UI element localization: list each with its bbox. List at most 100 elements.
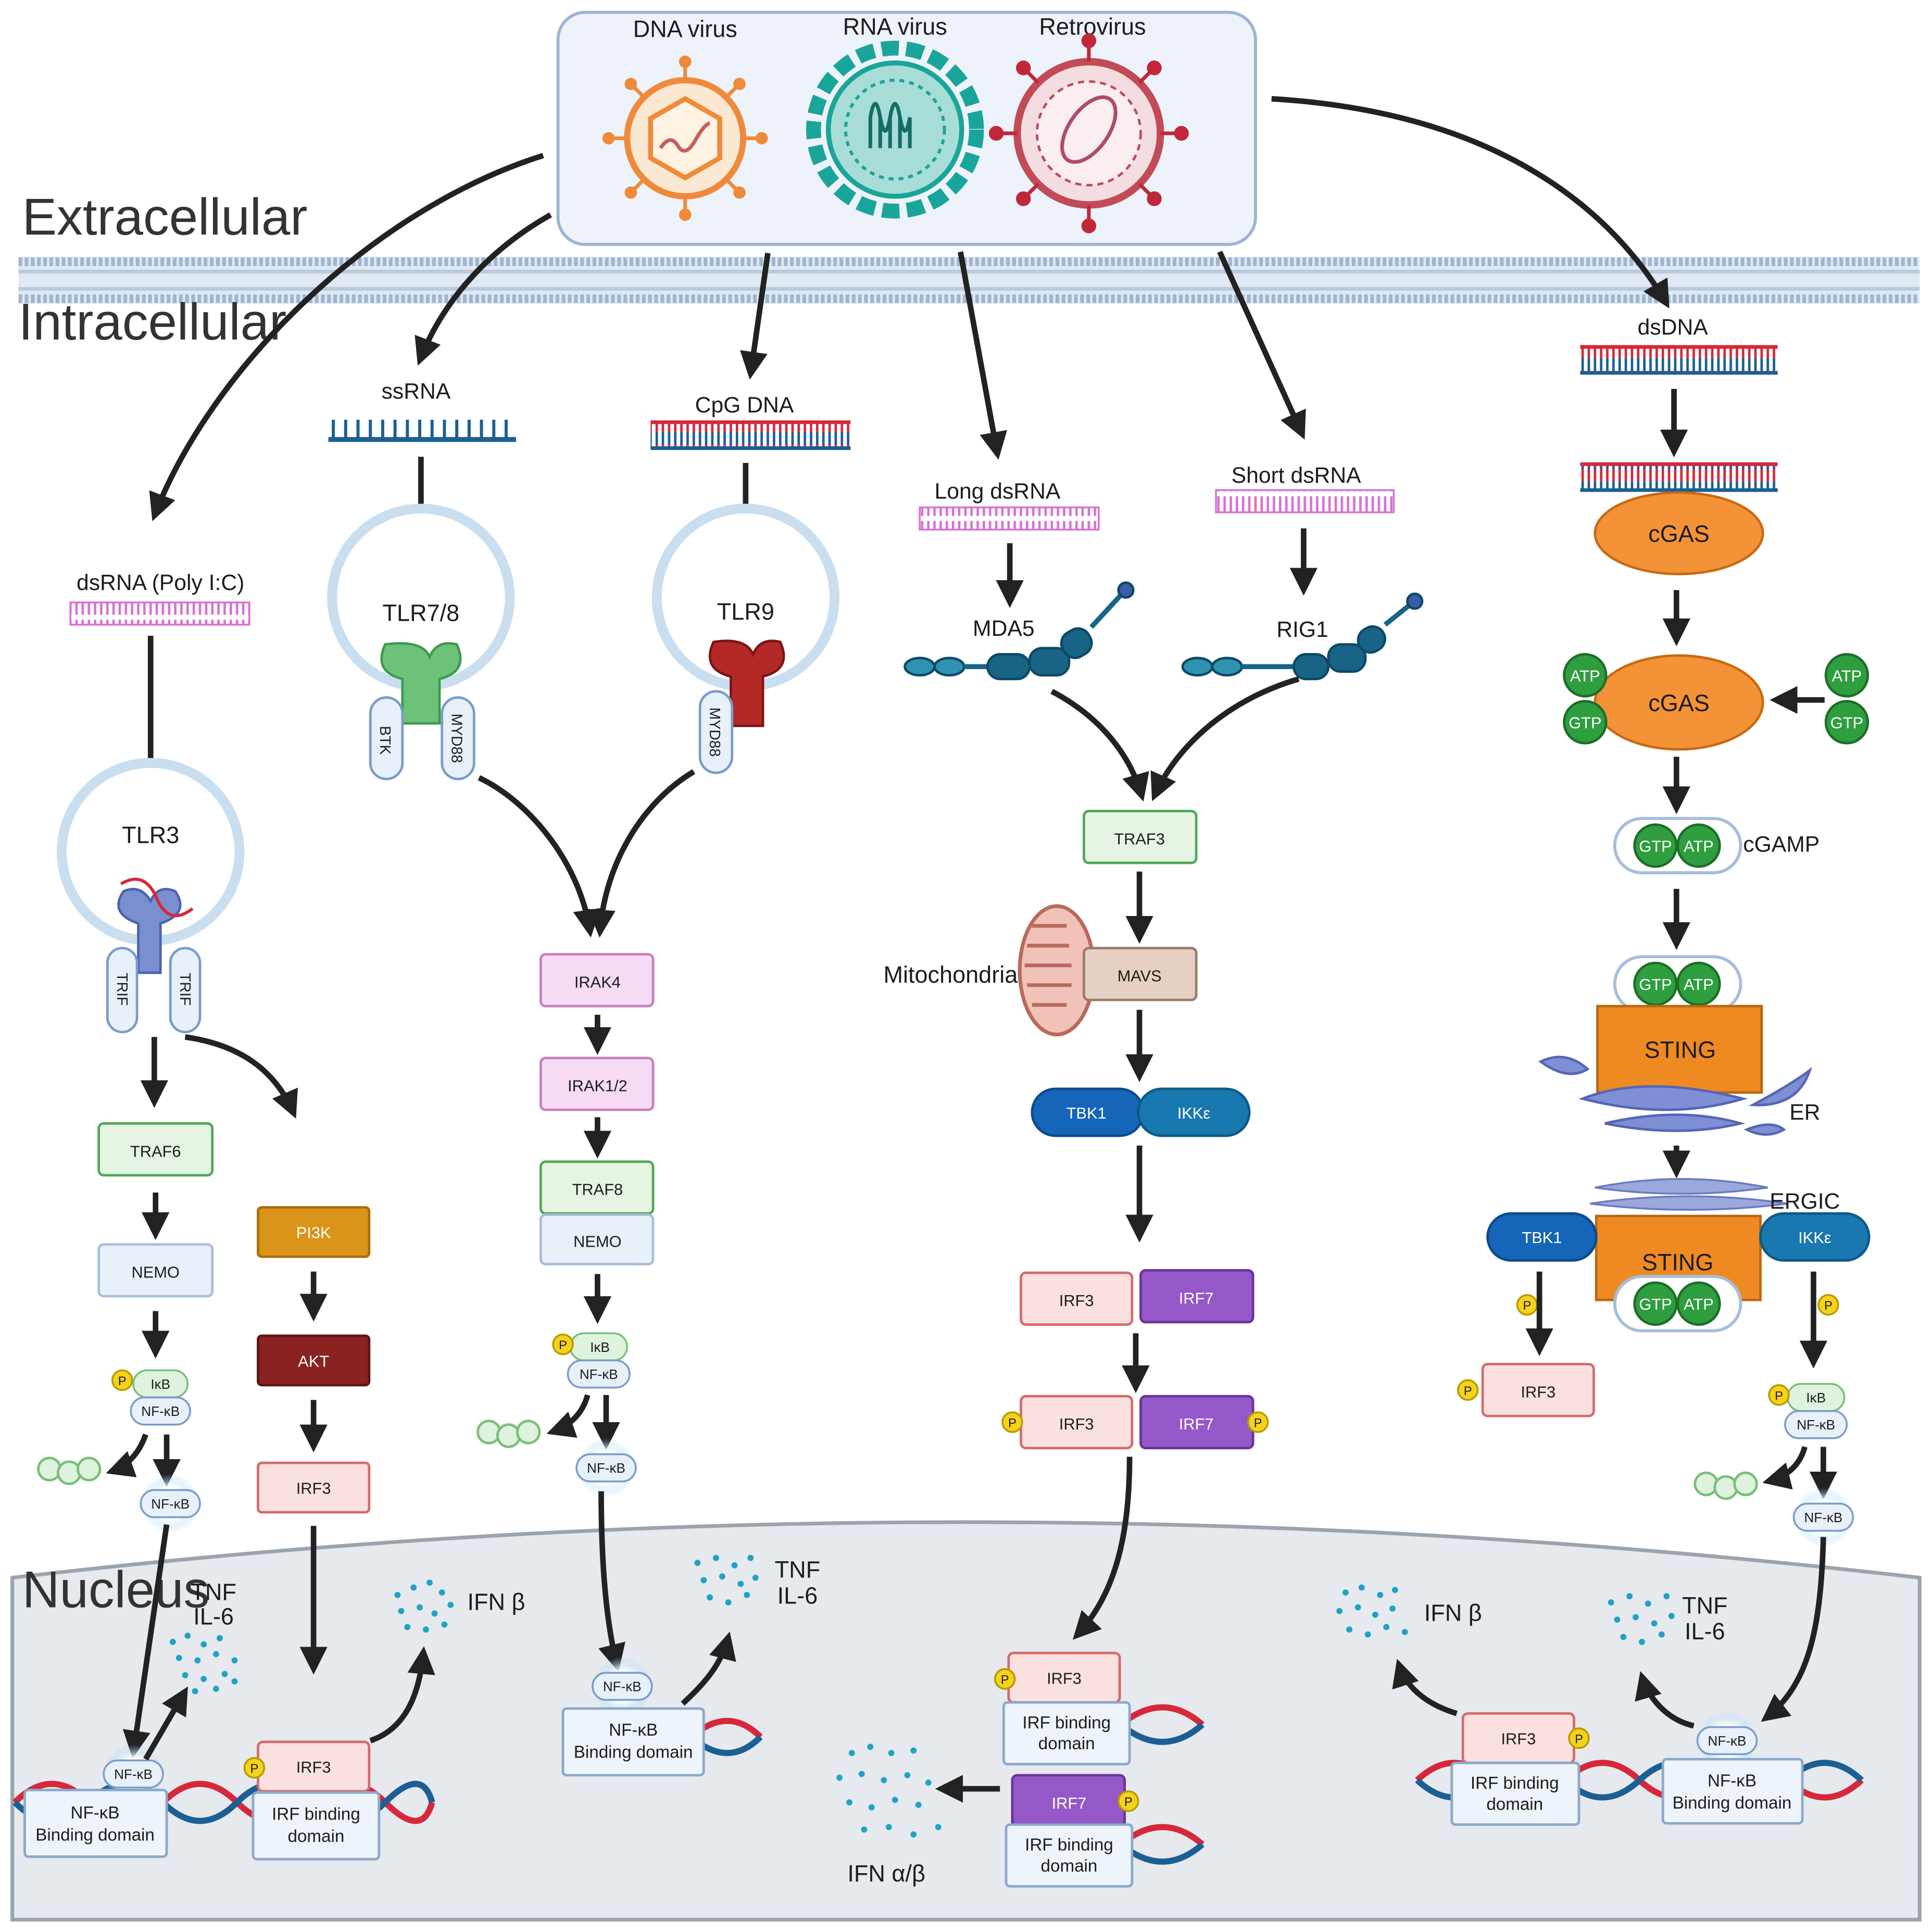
dsdna-strand-2	[1580, 465, 1778, 491]
p-marker-11: P	[1124, 1796, 1133, 1809]
atp-label-4: ATP	[1684, 975, 1714, 994]
nfkb-free-label-1: NF-κB	[151, 1496, 190, 1512]
phospho-marker-irf7	[1247, 1411, 1269, 1433]
irf-bd-line2-1: domain	[287, 1827, 344, 1846]
extracellular-label: Extracellular	[22, 188, 308, 246]
nfkb-bound-1	[103, 1759, 164, 1789]
cgas-node-1	[1594, 491, 1764, 575]
akt-node	[257, 1334, 371, 1387]
gtp-label-3: GTP	[1639, 837, 1672, 856]
poly-ic-label: dsRNA (Poly I:C)	[77, 570, 244, 595]
p-marker-1: P	[118, 1375, 127, 1388]
nfkb-bound-label-1: NF-κB	[114, 1766, 153, 1782]
ikb-label-2: IκB	[590, 1339, 610, 1355]
irak4-node	[539, 953, 655, 1008]
irf3-bound-label-3: IRF3	[1501, 1730, 1536, 1748]
nfkb-binding-domain-3	[1661, 1758, 1804, 1825]
ifnb-label-1: IFN β	[468, 1588, 525, 1615]
traf6-label: TRAF6	[130, 1142, 181, 1160]
nfkb-label-3: NF-κB	[1797, 1417, 1835, 1433]
p-marker-3: P	[1008, 1416, 1017, 1430]
tbk1-label-1: TBK1	[1067, 1104, 1107, 1122]
short-dsrna-label: Short dsRNA	[1232, 463, 1361, 488]
ikke-node-2	[1759, 1212, 1871, 1262]
nfkb-bd-line2-2: Binding domain	[574, 1743, 693, 1762]
irf-bd-line1-1: IRF binding	[272, 1804, 360, 1824]
il6-label-2: IL-6	[777, 1582, 818, 1609]
irf3-label-1: IRF3	[296, 1479, 331, 1497]
nemo-node-2	[539, 1213, 655, 1265]
nfkb-free-label-3: NF-κB	[1804, 1510, 1842, 1525]
irf-bd-line2-4: domain	[1486, 1795, 1543, 1814]
cytokine-cloud-1	[169, 1633, 238, 1695]
entry-arrows	[149, 96, 1670, 521]
degraded-ikb-icon-3	[1693, 1471, 1758, 1500]
traf3-node	[1083, 810, 1198, 864]
il6-label-1: IL-6	[193, 1603, 234, 1630]
mda5-helicase-icon	[904, 581, 1135, 681]
cgas-label-1: cGAS	[1648, 521, 1710, 547]
tnf-label-3: TNF	[1682, 1592, 1728, 1619]
irf7-node-1	[1139, 1269, 1254, 1324]
ikb-complex-1	[111, 1369, 191, 1426]
irf7-label-2: IRF7	[1179, 1415, 1214, 1433]
irf-binding-domain-4	[1450, 1761, 1580, 1826]
degraded-ikb-icon-2	[476, 1420, 541, 1448]
tlr78-label: TLR7/8	[383, 599, 460, 626]
nucleus-label: Nucleus	[22, 1561, 210, 1619]
irak4-label: IRAK4	[574, 973, 621, 991]
akt-label: AKT	[298, 1352, 329, 1370]
p-marker-5: P	[1523, 1299, 1532, 1313]
nucleus-region	[10, 1520, 1922, 1922]
p-marker-2: P	[559, 1339, 567, 1352]
irf3-node-1	[257, 1461, 371, 1514]
ssrna-label: ssRNA	[382, 379, 451, 404]
gtp-label-4: GTP	[1639, 975, 1672, 994]
cgamp-label: cGAMP	[1743, 832, 1820, 857]
dsdna-label: dsDNA	[1638, 315, 1709, 340]
sting-label-2: STING	[1642, 1249, 1714, 1275]
p-marker-7: P	[1824, 1299, 1833, 1313]
tnf-label-2: TNF	[775, 1557, 821, 1583]
btk-adaptor	[369, 696, 404, 781]
trif-adaptor-right	[169, 947, 202, 1034]
irf3-node-4	[1481, 1363, 1595, 1417]
nfkb-bound-label-3: NF-κB	[1708, 1733, 1747, 1749]
ikb-complex-2	[552, 1332, 631, 1389]
tlr9-receptor-icon	[708, 639, 785, 727]
p-marker-4: P	[1254, 1416, 1262, 1430]
irf3-label-2: IRF3	[1059, 1291, 1094, 1310]
traf6-node	[97, 1122, 214, 1177]
nfkb-bd-line2-3: Binding domain	[1673, 1793, 1792, 1813]
cytokine-cloud-2	[394, 1579, 454, 1633]
irf7-bound-label: IRF7	[1052, 1794, 1087, 1812]
rig1-helicase-icon	[1181, 592, 1424, 681]
p-marker-6: P	[1464, 1385, 1472, 1398]
cgas-bound-nucleotides	[1563, 653, 1608, 745]
irf3-node-2	[1020, 1271, 1134, 1326]
ikke-node-1	[1137, 1087, 1251, 1137]
ikb-label-1: IκB	[150, 1376, 170, 1392]
poly-ic-rna	[69, 601, 250, 626]
irak12-label: IRAK1/2	[568, 1077, 628, 1095]
atp-label-5: ATP	[1684, 1295, 1714, 1313]
tbk1-node-2	[1486, 1212, 1598, 1262]
nfkb-free-3	[1792, 1502, 1854, 1532]
p-marker-8: P	[1775, 1389, 1783, 1403]
free-nucleotides	[1824, 653, 1870, 745]
nfkb-bd-line1-3: NF-κB	[1708, 1771, 1757, 1790]
dsdna-strand-1	[1580, 348, 1778, 373]
pi3k-node	[257, 1206, 371, 1258]
irf3-bound-label-1: IRF3	[296, 1758, 331, 1776]
intracellular-label: Intracellular	[19, 293, 287, 351]
cpg-label: CpG DNA	[695, 393, 794, 418]
short-dsrna-strand	[1215, 489, 1395, 513]
nfkb-free-label-2: NF-κB	[587, 1460, 625, 1476]
cytokine-cloud-6	[1608, 1593, 1675, 1645]
traf8-label: TRAF8	[572, 1181, 623, 1199]
nfkb-bd-line1-1: NF-κB	[71, 1803, 120, 1823]
mda5-label: MDA5	[973, 616, 1035, 641]
rna-virus-label: RNA virus	[843, 13, 947, 40]
